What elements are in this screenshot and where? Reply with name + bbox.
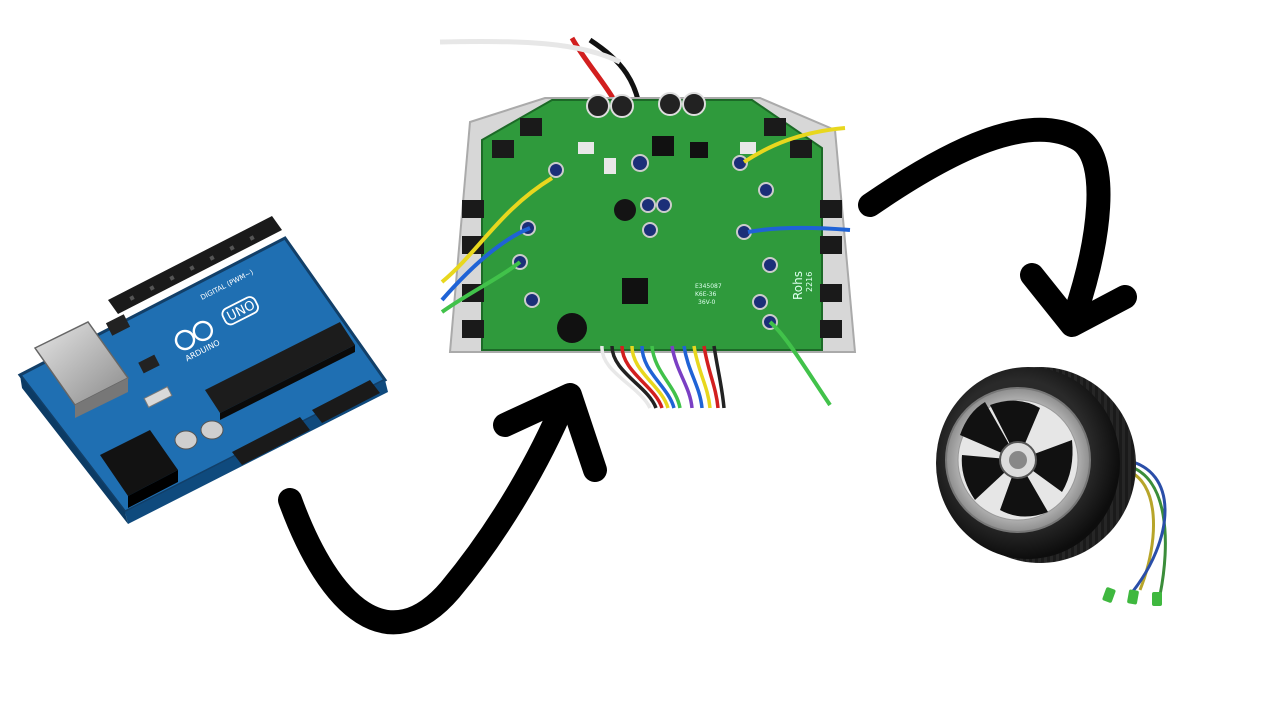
motor-connectors bbox=[1102, 587, 1162, 606]
wire-green-right bbox=[768, 320, 832, 407]
analog-header bbox=[312, 380, 380, 423]
atmega-chip bbox=[205, 322, 355, 420]
buzzer bbox=[557, 313, 587, 343]
wire-yellow-right bbox=[742, 126, 846, 164]
pcb-chip-code-3: 36V-0 bbox=[698, 299, 716, 306]
icsp-header bbox=[105, 314, 131, 336]
wire-yellow-left bbox=[440, 176, 554, 284]
diode bbox=[690, 142, 708, 158]
pcb-chip-code-2: K6E-36 bbox=[695, 291, 717, 298]
wire-white bbox=[439, 38, 622, 65]
wire-blue-right bbox=[747, 225, 851, 234]
power-jack bbox=[100, 430, 178, 508]
mosfet-row-right bbox=[764, 118, 842, 338]
pcb-chip-code-1: E345087 bbox=[695, 283, 722, 290]
regulator bbox=[652, 136, 674, 156]
connector bbox=[578, 142, 594, 154]
crystal bbox=[143, 385, 173, 409]
power-header bbox=[232, 417, 310, 465]
arrow-arduino-to-controller bbox=[278, 383, 607, 635]
smd-chip bbox=[138, 354, 160, 374]
connector bbox=[604, 158, 616, 174]
wire-blue-left bbox=[440, 226, 531, 302]
arduino-uno-image: ARDUINO UNO DIGITAL (PWM~) bbox=[17, 216, 388, 524]
capacitor bbox=[174, 430, 198, 450]
wire-green-left bbox=[440, 260, 522, 314]
usb-connector bbox=[33, 321, 130, 418]
capacitor bbox=[200, 420, 224, 440]
motor-wire-blue bbox=[1124, 458, 1167, 596]
ribbon-cable bbox=[600, 345, 726, 409]
motor-wire-green bbox=[1124, 463, 1167, 596]
controller-board-image: Rohs 2216 E345087 K6E-36 36V-0 bbox=[439, 36, 857, 409]
connector bbox=[740, 142, 756, 154]
mcu-chip bbox=[622, 278, 648, 304]
arrow-controller-to-wheel bbox=[858, 117, 1137, 337]
inductor bbox=[614, 199, 636, 221]
digital-header bbox=[108, 216, 282, 314]
hub-motor-image bbox=[936, 367, 1167, 606]
pcb-silk-rohs: Rohs bbox=[791, 271, 805, 300]
wheel-spokes bbox=[960, 400, 1073, 517]
pcb-silk-code: 2216 bbox=[805, 272, 814, 292]
